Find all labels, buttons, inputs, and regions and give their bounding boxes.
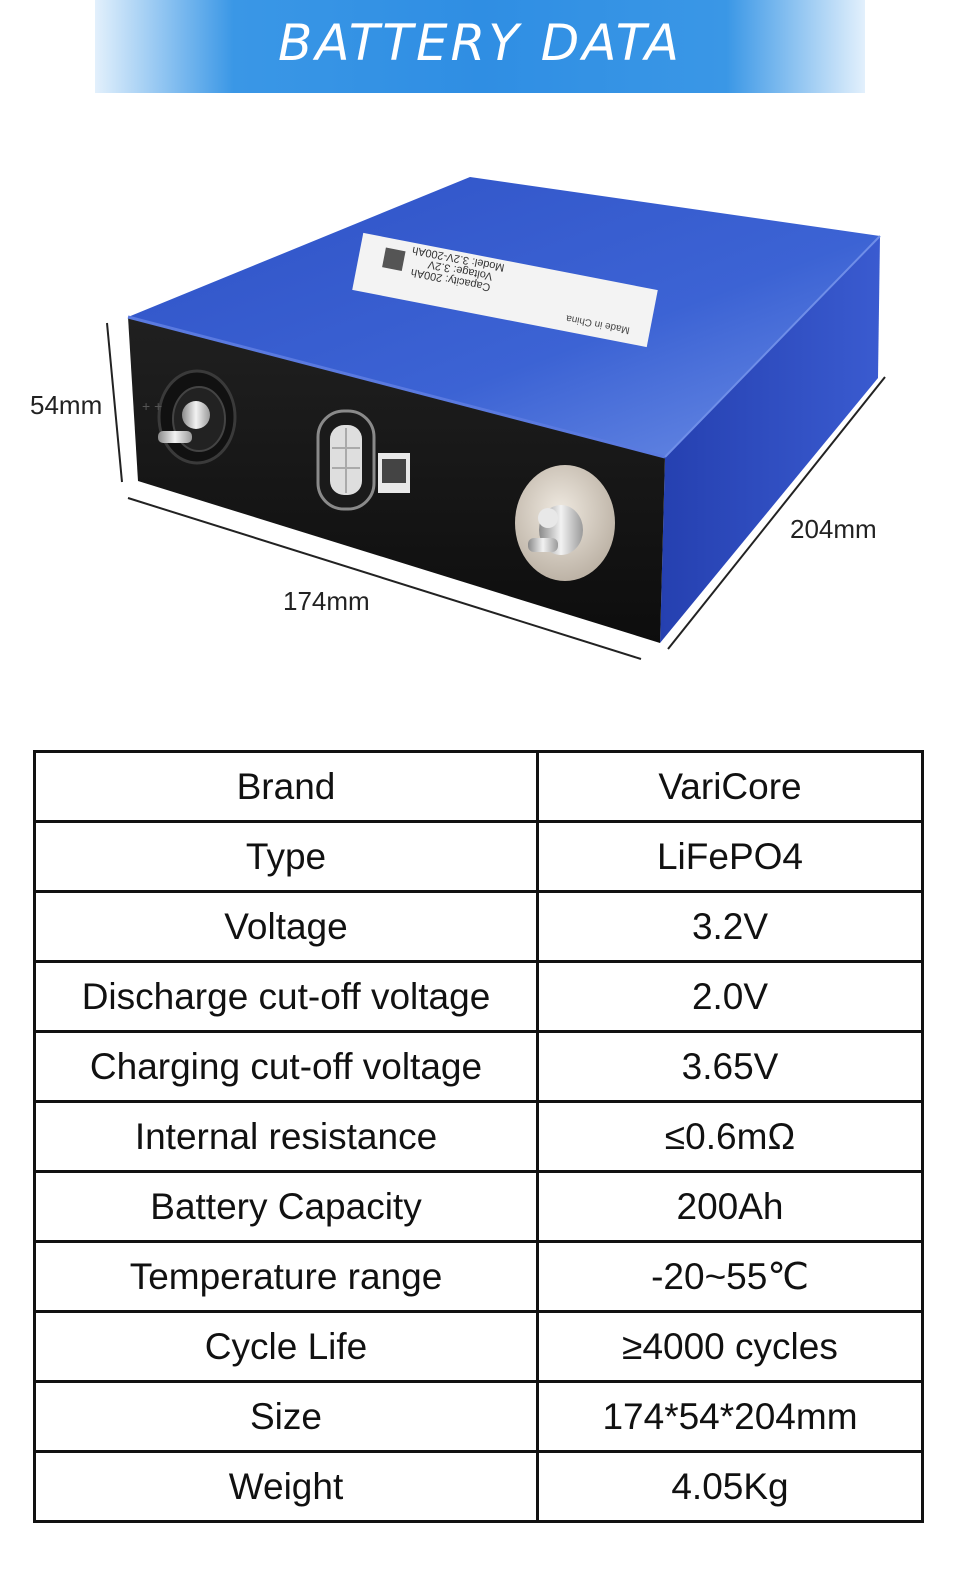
battery-illustration: Made in China Capacity: 200Ah Voltage: 3… [106, 177, 886, 660]
spec-label: Voltage [33, 890, 539, 963]
depth-dimension-label: 204mm [790, 514, 877, 544]
table-row: Internal resistance ≤0.6mΩ [33, 1100, 924, 1173]
label-sticker: Made in China Capacity: 200Ah Voltage: 3… [352, 232, 658, 348]
height-dimension-line [106, 322, 123, 483]
negative-terminal: + + [142, 369, 237, 465]
spec-value: 174*54*204mm [536, 1380, 924, 1453]
spec-value: VariCore [536, 750, 924, 823]
table-row: Temperature range -20~55℃ [33, 1240, 924, 1313]
spec-label: Type [33, 820, 539, 893]
spec-label: Charging cut-off voltage [33, 1030, 539, 1103]
spec-label: Internal resistance [33, 1100, 539, 1173]
battery-side-face [660, 236, 880, 643]
positive-terminal [515, 465, 615, 581]
table-row: Charging cut-off voltage 3.65V [33, 1030, 924, 1103]
spec-label: Size [33, 1380, 539, 1453]
spec-value: 4.05Kg [536, 1450, 924, 1523]
height-dimension-label: 54mm [30, 390, 103, 420]
spec-label: Brand [33, 750, 539, 823]
safety-vent [316, 409, 410, 511]
spec-label: Cycle Life [33, 1310, 539, 1383]
title-banner: BATTERY DATA [95, 0, 865, 93]
table-row: Cycle Life ≥4000 cycles [33, 1310, 924, 1383]
table-row: Discharge cut-off voltage 2.0V [33, 960, 924, 1033]
table-row: Size 174*54*204mm [33, 1380, 924, 1453]
spec-value: ≥4000 cycles [536, 1310, 924, 1383]
svg-text:+ +: + + [142, 398, 162, 414]
width-dimension-label: 174mm [283, 586, 370, 616]
spec-label: Discharge cut-off voltage [33, 960, 539, 1033]
spec-value: -20~55℃ [536, 1240, 924, 1313]
table-row: Voltage 3.2V [33, 890, 924, 963]
table-row: Type LiFePO4 [33, 820, 924, 893]
spec-value: 200Ah [536, 1170, 924, 1243]
spec-label: Temperature range [33, 1240, 539, 1313]
depth-dimension-line [667, 376, 886, 650]
table-row: Battery Capacity 200Ah [33, 1170, 924, 1243]
spec-value: ≤0.6mΩ [536, 1100, 924, 1173]
spec-value: LiFePO4 [536, 820, 924, 893]
spec-label: Battery Capacity [33, 1170, 539, 1243]
page-title: BATTERY DATA [278, 14, 682, 72]
table-row: Weight 4.05Kg [33, 1450, 924, 1523]
spec-table: Brand VariCore Type LiFePO4 Voltage 3.2V… [33, 750, 924, 1523]
battery-figure: Made in China Capacity: 200Ah Voltage: 3… [0, 93, 960, 733]
table-row: Brand VariCore [33, 750, 924, 823]
spec-value: 2.0V [536, 960, 924, 1033]
spec-value: 3.2V [536, 890, 924, 963]
width-dimension-line [127, 497, 642, 660]
spec-label: Weight [33, 1450, 539, 1523]
spec-value: 3.65V [536, 1030, 924, 1103]
